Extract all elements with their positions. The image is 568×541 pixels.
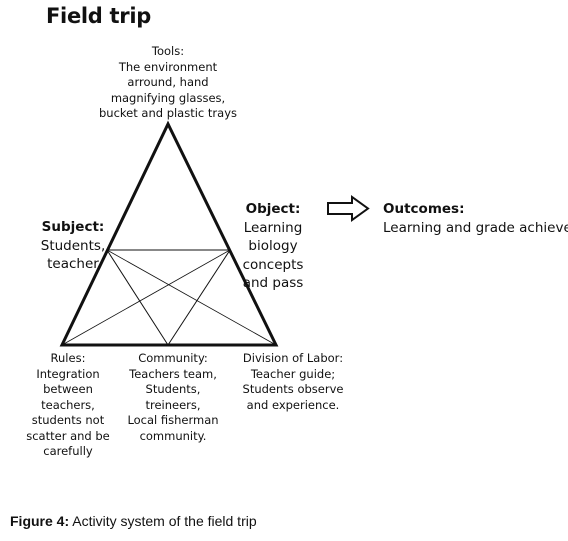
diagram-title: Field trip	[46, 4, 151, 28]
division-line-1: Teacher guide;	[250, 366, 336, 381]
rules-line-4: students not	[31, 413, 105, 427]
subject-node: Subject: Students, teacher	[38, 218, 108, 274]
subject-line-2: teacher	[47, 256, 99, 272]
community-line-4: Local fisherman	[127, 413, 219, 427]
tools-heading: Tools:	[151, 44, 185, 58]
division-line-3: and experience.	[246, 397, 340, 412]
caption-text: Activity system of the field trip	[69, 513, 257, 529]
subject-heading: Subject:	[41, 219, 105, 235]
division-line-2: Students observe	[242, 382, 344, 396]
community-heading: Community:	[138, 351, 208, 365]
division-heading: Division of Labor:	[242, 351, 344, 365]
rules-heading: Rules:	[50, 351, 86, 365]
caption-label: Figure 4:	[10, 513, 70, 529]
object-line-2: biology	[248, 238, 298, 254]
object-node: Object: Learning biology concepts and pa…	[240, 200, 306, 293]
subject-line-1: Students,	[40, 237, 106, 254]
figure-caption: Figure 4: Activity system of the field t…	[10, 513, 257, 529]
rules-line-1: Integration	[36, 366, 100, 381]
object-line-3: concepts	[242, 256, 304, 273]
division-of-labor-node: Division of Labor: Teacher guide; Studen…	[232, 351, 354, 413]
rules-line-2: between	[43, 382, 93, 396]
outer-triangle	[59, 120, 279, 347]
tools-line-2: arround, hand	[127, 75, 209, 89]
tools-node: Tools: The environment arround, hand mag…	[98, 44, 238, 122]
tools-line-1: The environment	[118, 59, 218, 74]
community-line-1: Teachers team,	[129, 366, 217, 381]
rules-line-6: carefully	[43, 444, 93, 458]
tools-line-4: bucket and plastic trays	[99, 106, 237, 120]
rules-line-5: scatter and be	[26, 428, 110, 443]
community-line-5: community.	[139, 428, 207, 443]
inner-line-object-rules	[61, 249, 231, 346]
object-heading: Object:	[245, 201, 301, 217]
community-node: Community: Teachers team, Students, trei…	[116, 351, 230, 444]
community-line-2: Students,	[145, 382, 201, 396]
inner-line-subject-division	[106, 249, 277, 346]
object-line-4: and pass	[242, 275, 304, 291]
outcomes-heading: Outcomes:	[383, 201, 465, 217]
tools-line-3: magnifying glasses,	[110, 90, 226, 105]
outcomes-node: Outcomes: Learning and grade achieved	[383, 200, 568, 237]
outcomes-line-1: Learning and grade achieved	[383, 219, 568, 236]
rules-node: Rules: Integration between teachers, stu…	[20, 351, 116, 460]
object-line-1: Learning	[243, 219, 303, 236]
inner-line-subject-community	[106, 249, 169, 346]
rules-line-3: teachers,	[41, 397, 95, 412]
inner-line-object-community	[167, 249, 231, 346]
community-line-3: treineers,	[145, 397, 201, 412]
outcome-arrow-icon	[327, 195, 370, 222]
